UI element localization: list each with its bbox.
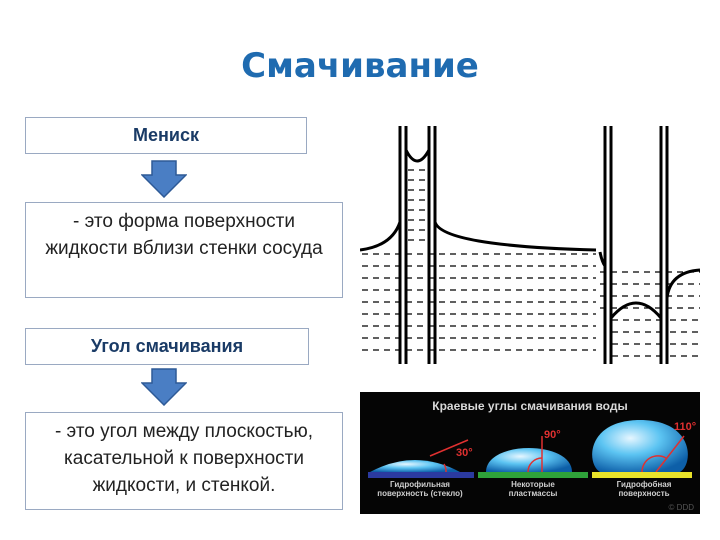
surface-label-plastic: Некоторые пластмассы	[508, 480, 558, 498]
meniscus-curves	[360, 149, 700, 319]
contact-angle-definition: - это угол между плоскостью, касательной…	[54, 421, 314, 496]
surface-bar-hydrophilic	[368, 472, 474, 478]
slide-title: Смачивание	[241, 46, 479, 86]
angle-markers	[429, 435, 685, 473]
water-drop-hydrophobic	[592, 420, 688, 472]
surface-bar-hydrophobic	[592, 472, 692, 478]
down-arrow-icon	[141, 160, 187, 198]
water-drop-plastic	[486, 448, 572, 472]
meniscus-label-box: Мениск	[25, 117, 307, 154]
angle-label-110: 110°	[674, 421, 696, 433]
liquid-hatching	[362, 169, 700, 357]
angle-label-30: 30°	[456, 447, 473, 459]
angle-label-90: 90°	[544, 429, 561, 441]
meniscus-definition-box: - это форма поверхности жидкости вблизи …	[25, 202, 343, 298]
photo-watermark: © DDD	[669, 503, 695, 512]
surface-label-hydrophobic: Гидрофобная поверхность	[616, 480, 672, 498]
tube-walls	[398, 126, 669, 364]
contact-angle-label-box: Угол смачивания	[25, 328, 309, 365]
contact-angle-label: Угол смачивания	[90, 336, 244, 356]
meniscus-diagram	[360, 126, 700, 364]
meniscus-definition: - это форма поверхности жидкости вблизи …	[45, 211, 323, 259]
contact-angles-photo: Краевые углы смачивания воды 30° 90° 110…	[360, 392, 700, 514]
photo-title: Краевые углы смачивания воды	[432, 399, 627, 413]
meniscus-label: Мениск	[133, 125, 199, 145]
surface-bar-plastic	[478, 472, 588, 478]
contact-angle-definition-box: - это угол между плоскостью, касательной…	[25, 412, 343, 510]
surface-label-hydrophilic: Гидрофильная поверхность (стекло)	[377, 480, 463, 498]
water-drop-hydrophilic	[370, 460, 460, 472]
down-arrow-icon	[141, 368, 187, 406]
